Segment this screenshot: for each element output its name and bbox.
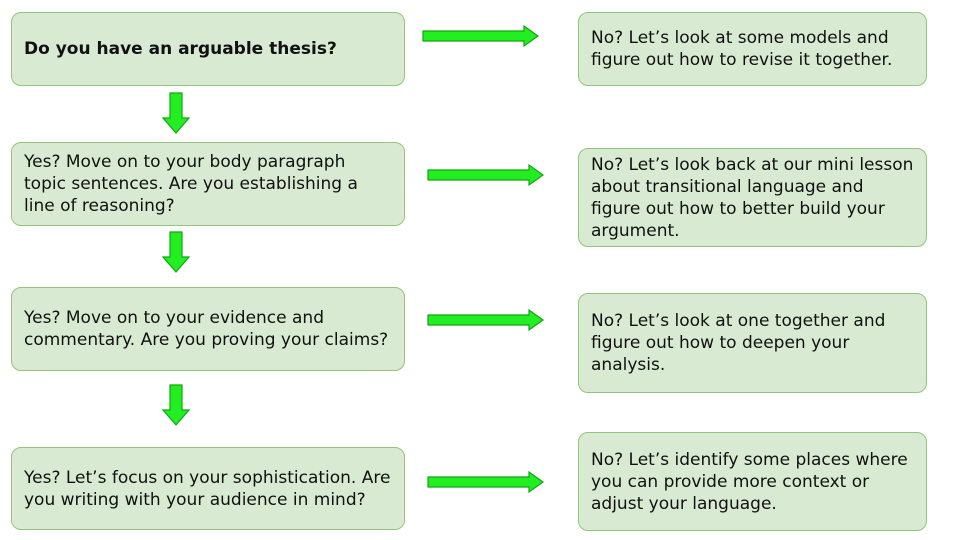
arrow-right-icon (427, 308, 545, 332)
sophistication-question-box: Yes? Let’s focus on your sophistication.… (11, 447, 405, 530)
topic-sentences-question-box: Yes? Move on to your body paragraph topi… (11, 142, 405, 226)
arrow-right-icon (427, 163, 545, 187)
deepen-analysis-box: No? Let’s look at one together and figur… (578, 293, 927, 393)
arrow-right-icon (422, 24, 540, 48)
transitional-language-text: No? Let’s look back at our mini lesson a… (591, 154, 914, 241)
revise-thesis-box: No? Let’s look at some models and figure… (578, 12, 927, 86)
arrow-down-icon (161, 384, 191, 426)
thesis-question-text: Do you have an arguable thesis? (24, 39, 337, 59)
thesis-question-box: Do you have an arguable thesis? (11, 12, 405, 86)
revise-thesis-text: No? Let’s look at some models and figure… (591, 28, 893, 70)
evidence-question-box: Yes? Move on to your evidence and commen… (11, 287, 405, 371)
topic-sentences-question-text: Yes? Move on to your body paragraph topi… (24, 152, 358, 216)
provide-context-text: No? Let’s identify some places where you… (591, 449, 908, 514)
arrow-right-icon (427, 470, 545, 494)
sophistication-question-text: Yes? Let’s focus on your sophistication.… (24, 467, 391, 510)
arrow-down-icon (161, 231, 191, 273)
provide-context-box: No? Let’s identify some places where you… (578, 432, 927, 531)
evidence-question-text: Yes? Move on to your evidence and commen… (24, 308, 389, 350)
deepen-analysis-text: No? Let’s look at one together and figur… (591, 311, 886, 375)
arrow-down-icon (161, 92, 191, 134)
transitional-language-box: No? Let’s look back at our mini lesson a… (578, 148, 927, 247)
